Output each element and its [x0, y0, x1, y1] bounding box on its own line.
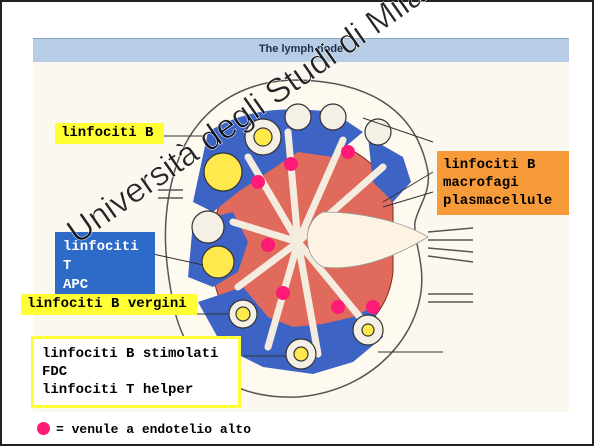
- hev-dot: [331, 300, 345, 314]
- label-line: linfociti B: [443, 156, 563, 174]
- label-linfociti-b: linfociti B: [55, 123, 164, 144]
- label-line: linfociti T helper: [42, 381, 230, 399]
- follicle: [192, 211, 224, 243]
- label-linfociti-b-macrofagi: linfociti B macrofagi plasmacellule: [437, 151, 569, 215]
- label-line: APC: [63, 276, 147, 295]
- label-line: FDC: [42, 363, 230, 381]
- follicle: [204, 153, 242, 191]
- label-line: linfociti B stimolati: [42, 345, 230, 363]
- title-bar: The lymph node: [33, 38, 569, 64]
- hev-dot: [261, 238, 275, 252]
- hev-dot: [341, 145, 355, 159]
- legend: = venule a endotelio alto: [37, 422, 251, 437]
- hev-dot: [251, 175, 265, 189]
- label-linfociti-t-apc: linfociti T APC: [55, 232, 155, 301]
- follicle: [285, 104, 311, 130]
- hev-dot: [284, 157, 298, 171]
- label-line: linfociti T: [63, 238, 147, 276]
- diagram-area: linfociti B linfociti T APC linfociti B …: [33, 62, 569, 412]
- legend-text: = venule a endotelio alto: [56, 422, 251, 437]
- follicle: [320, 104, 346, 130]
- label-stimolati-fdc-helper: linfociti B stimolati FDC linfociti T he…: [31, 336, 241, 408]
- hev-legend-dot: [37, 422, 50, 435]
- label-line: plasmacellule: [443, 192, 563, 210]
- follicle-center: [236, 307, 250, 321]
- diagram-title: The lymph node: [33, 43, 569, 55]
- label-line: macrofagi: [443, 174, 563, 192]
- follicle-center: [254, 128, 272, 146]
- hev-dot: [276, 286, 290, 300]
- follicle: [202, 246, 234, 278]
- hev-dot: [366, 300, 380, 314]
- label-linfociti-b-vergini: linfociti B vergini: [21, 294, 197, 315]
- follicle-center: [362, 324, 374, 336]
- follicle-center: [294, 347, 308, 361]
